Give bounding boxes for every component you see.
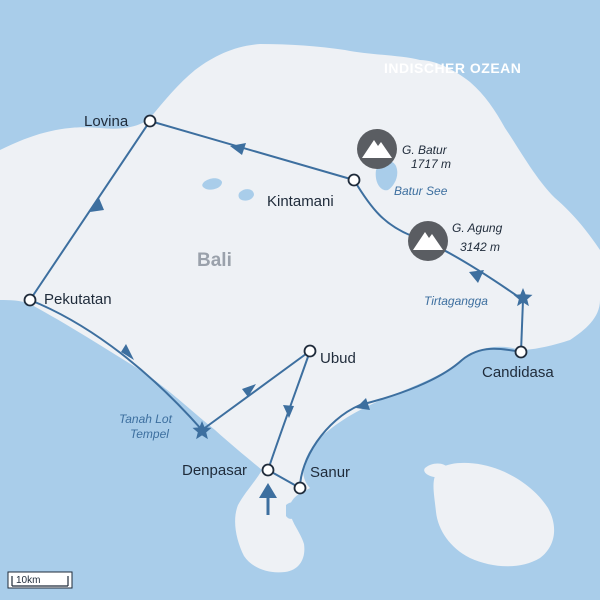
nusa-lembongan-island	[424, 463, 449, 478]
ubud-marker	[303, 344, 317, 358]
nusa-penida-island	[433, 462, 555, 567]
sanur-label: Sanur	[310, 464, 350, 481]
arrow-to-tanahlot	[121, 344, 134, 360]
route-ubud-denpasar	[267, 350, 311, 471]
denpasar-label: Denpasar	[182, 462, 247, 479]
arrow-airport	[259, 483, 277, 498]
batur-height-label: 1717 m	[411, 157, 451, 171]
lake-west-2	[238, 189, 254, 201]
tanahlot-star-icon	[192, 421, 212, 440]
candidasa-marker	[514, 345, 528, 359]
arrow-to-agung	[469, 270, 484, 283]
tanahlot-label-line1: Tanah Lot	[119, 412, 173, 426]
tirtagangga-star-icon	[513, 288, 533, 307]
arrow-to-lovina	[230, 143, 246, 155]
route	[29, 120, 524, 489]
tanahlot-label-line2: Tempel	[130, 427, 169, 441]
peak-batur-icon	[357, 129, 397, 169]
route-tanahlot-ubud	[201, 350, 311, 431]
arrow-to-denpasar	[283, 405, 294, 418]
ocean-label: INDISCHER OZEAN	[384, 60, 521, 76]
batur-name-label: G. Batur	[402, 143, 448, 157]
sanur-marker	[293, 481, 307, 495]
benoa-bay	[286, 502, 300, 519]
scale-label: 10km	[16, 575, 40, 586]
kintamani-marker	[347, 173, 361, 187]
tirtagangga-label: Tirtagangga	[424, 294, 488, 308]
agung-height-label: 3142 m	[460, 240, 500, 254]
city-markers	[23, 114, 528, 495]
denpasar-marker	[261, 463, 275, 477]
lake-west	[202, 178, 222, 190]
pekutatan-label: Pekutatan	[44, 291, 112, 308]
kintamani-label: Kintamani	[267, 193, 334, 210]
direction-arrows	[90, 143, 484, 498]
peak-agung-icon	[408, 221, 448, 261]
ubud-label: Ubud	[320, 350, 356, 367]
route-kintamani-lovina	[149, 120, 355, 181]
island-label: Bali	[197, 250, 232, 271]
pekutatan-marker	[23, 293, 37, 307]
lovina-marker	[143, 114, 157, 128]
batur-see-label: Batur See	[394, 184, 448, 198]
bali-island	[0, 44, 600, 573]
arrow-to-ubud	[242, 384, 256, 397]
arrow-to-candidasa	[356, 398, 370, 410]
lovina-label: Lovina	[84, 113, 129, 130]
arrow-to-pekutatan	[90, 198, 104, 212]
agung-name-label: G. Agung	[452, 221, 503, 235]
candidasa-label: Candidasa	[482, 364, 554, 381]
scale-bar: 10km	[7, 571, 73, 589]
route-lovina-pekutatan	[29, 120, 151, 301]
route-pekutatan-tanahlot	[29, 299, 203, 431]
route-sanur-candidasa	[299, 347, 522, 489]
route-candidasa-tirtagangga	[520, 299, 524, 353]
